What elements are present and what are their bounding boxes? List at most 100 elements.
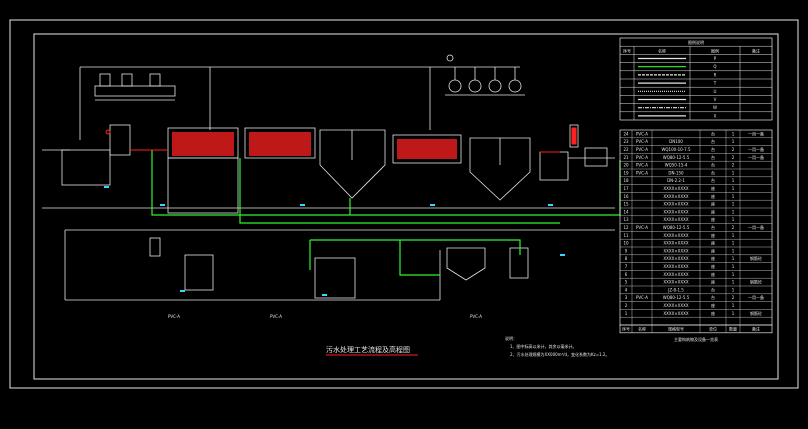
level-markers [104,186,565,296]
equipment-cell: XXXX×XXXX [663,217,689,222]
equipment-cell: 17 [623,186,629,191]
legend-symbol: P [714,56,717,61]
equipment-cell: PVC-A [636,147,648,152]
equipment-cell: 2 [732,295,735,300]
equipment-cell: 座 [711,185,715,191]
equipment-cell: 1 [732,194,735,199]
equipment-cell: PVC-A [636,163,648,168]
legend-symbol: R [714,72,717,77]
equipment-cell: 台 [711,294,715,300]
inline-label: PVC-A [470,314,482,319]
sludge-thickener [446,247,486,281]
filter-column [569,124,579,148]
equipment-cell: 1 [732,217,735,222]
legend-symbol: Q [713,64,716,69]
equipment-cell: 18 [623,178,629,183]
equipment-cell: 座 [711,193,715,199]
equipment-cell: 1 [732,131,735,136]
equipment-cell: 座 [711,255,715,261]
equipment-cell: 座 [711,310,715,316]
equipment-cell: 1 [732,280,735,285]
equipment-cell: 1 [732,256,735,261]
blower-icon [508,79,522,93]
equipment-cell: 1 [732,139,735,144]
blower-icon [468,79,482,93]
equipment-cell: 台 [711,286,715,292]
equipment-cell: WQ80-12-5.5 [663,225,690,230]
legend-symbol: V [714,97,717,102]
equipment-cell: 一用一备 [748,294,764,300]
equipment-cell: 1 [732,303,735,308]
legend-symbol: X [714,113,717,118]
equipment-cell: WQ100-10-7.5 [661,147,691,152]
equipment-cell: PVC-A [636,225,648,230]
inner-frame [33,33,779,380]
equipment-cell: JZ-8-1.5 [667,287,684,292]
equipment-cell: 台 [711,224,715,230]
equipment-cell: PVC-A [636,295,648,300]
equipment-cell: 14 [623,209,629,214]
equipment-cell: XXXX×XXXX [663,194,689,199]
equipment-header-cell: 备注 [752,325,760,331]
equipment-header-cell: 数量 [729,325,737,331]
legend-symbol: T [713,81,717,86]
equipment-cell: 台 [711,154,715,160]
equipment-cell: 1 [732,209,735,214]
equipment-header-cell: 规格型号 [668,325,684,331]
equipment-cell: XXXX×XXXX [663,233,689,238]
equipment-cell: 15 [623,202,629,207]
filtrate-pipe [399,240,440,276]
tank-2-media [249,132,311,156]
equipment-header-cell: 序号 [622,325,630,331]
equipment-cell: 3 [625,295,628,300]
equipment-cell: 7 [625,264,628,269]
outlet-well [584,147,608,167]
inline-label: PVC-A [168,314,180,319]
legend-header-cell: 备注 [752,47,760,53]
equipment-cell: PVC-A [636,139,648,144]
equipment-cell: 2 [732,225,735,230]
equipment-cell: 台 [711,177,715,183]
legend-header-cell: 图例 [711,47,719,53]
notes-title: 说明： [505,335,517,341]
equipment-cell: 座 [711,247,715,253]
equipment-cell: 座 [711,216,715,222]
sludge-pipe [310,239,521,255]
equipment-cell: XXXX×XXXX [663,209,689,214]
equipment-cell: 22 [623,147,629,152]
legend-header-cell: 序号 [623,47,631,53]
equipment-cell: 1 [732,170,735,175]
equipment-cell: 钢筋砼 [750,310,762,316]
equipment-cell: 10 [623,241,629,246]
equipment-cell: 19 [623,170,629,175]
equipment-cell: 1 [732,178,735,183]
sludge-pit-1 [184,254,214,291]
equipment-cell: 座 [711,263,715,269]
equipment-cell: 16 [623,194,629,199]
tank-3 [392,134,462,164]
blower-group [445,54,525,96]
equipment-cell: 12 [623,225,629,230]
equipment-cell: 1 [732,272,735,277]
equipment-cell: 座 [711,232,715,238]
equipment-cell: 13 [623,217,629,222]
equipment-cell: PVC-A [636,131,648,136]
equipment-cell: XXXX×XXXX [663,241,689,246]
sludge-pit-2 [314,257,356,299]
legend-table: 图例说明序号名称图例备注PQRTUVWX [619,37,773,121]
legend-header-cell: 名称 [658,47,666,53]
equipment-header-cell: 单位 [709,325,717,331]
drawing-title: 污水处理工艺流程及高程图 [326,345,410,354]
equipment-cell: 台 [711,138,715,144]
equipment-cell: 8 [625,256,628,261]
equipment-table-caption: 主要构筑物及设备一览表 [674,336,718,342]
equipment-cell: 1 [732,287,735,292]
sludge-return-pipe [239,158,560,224]
equipment-cell: 钢筋砼 [750,279,762,285]
blower-icon [488,79,502,93]
screen-chamber [109,124,131,156]
equipment-cell: WQ80-12-5.5 [663,155,690,160]
equipment-cell: WQ50-15-4 [665,163,688,168]
